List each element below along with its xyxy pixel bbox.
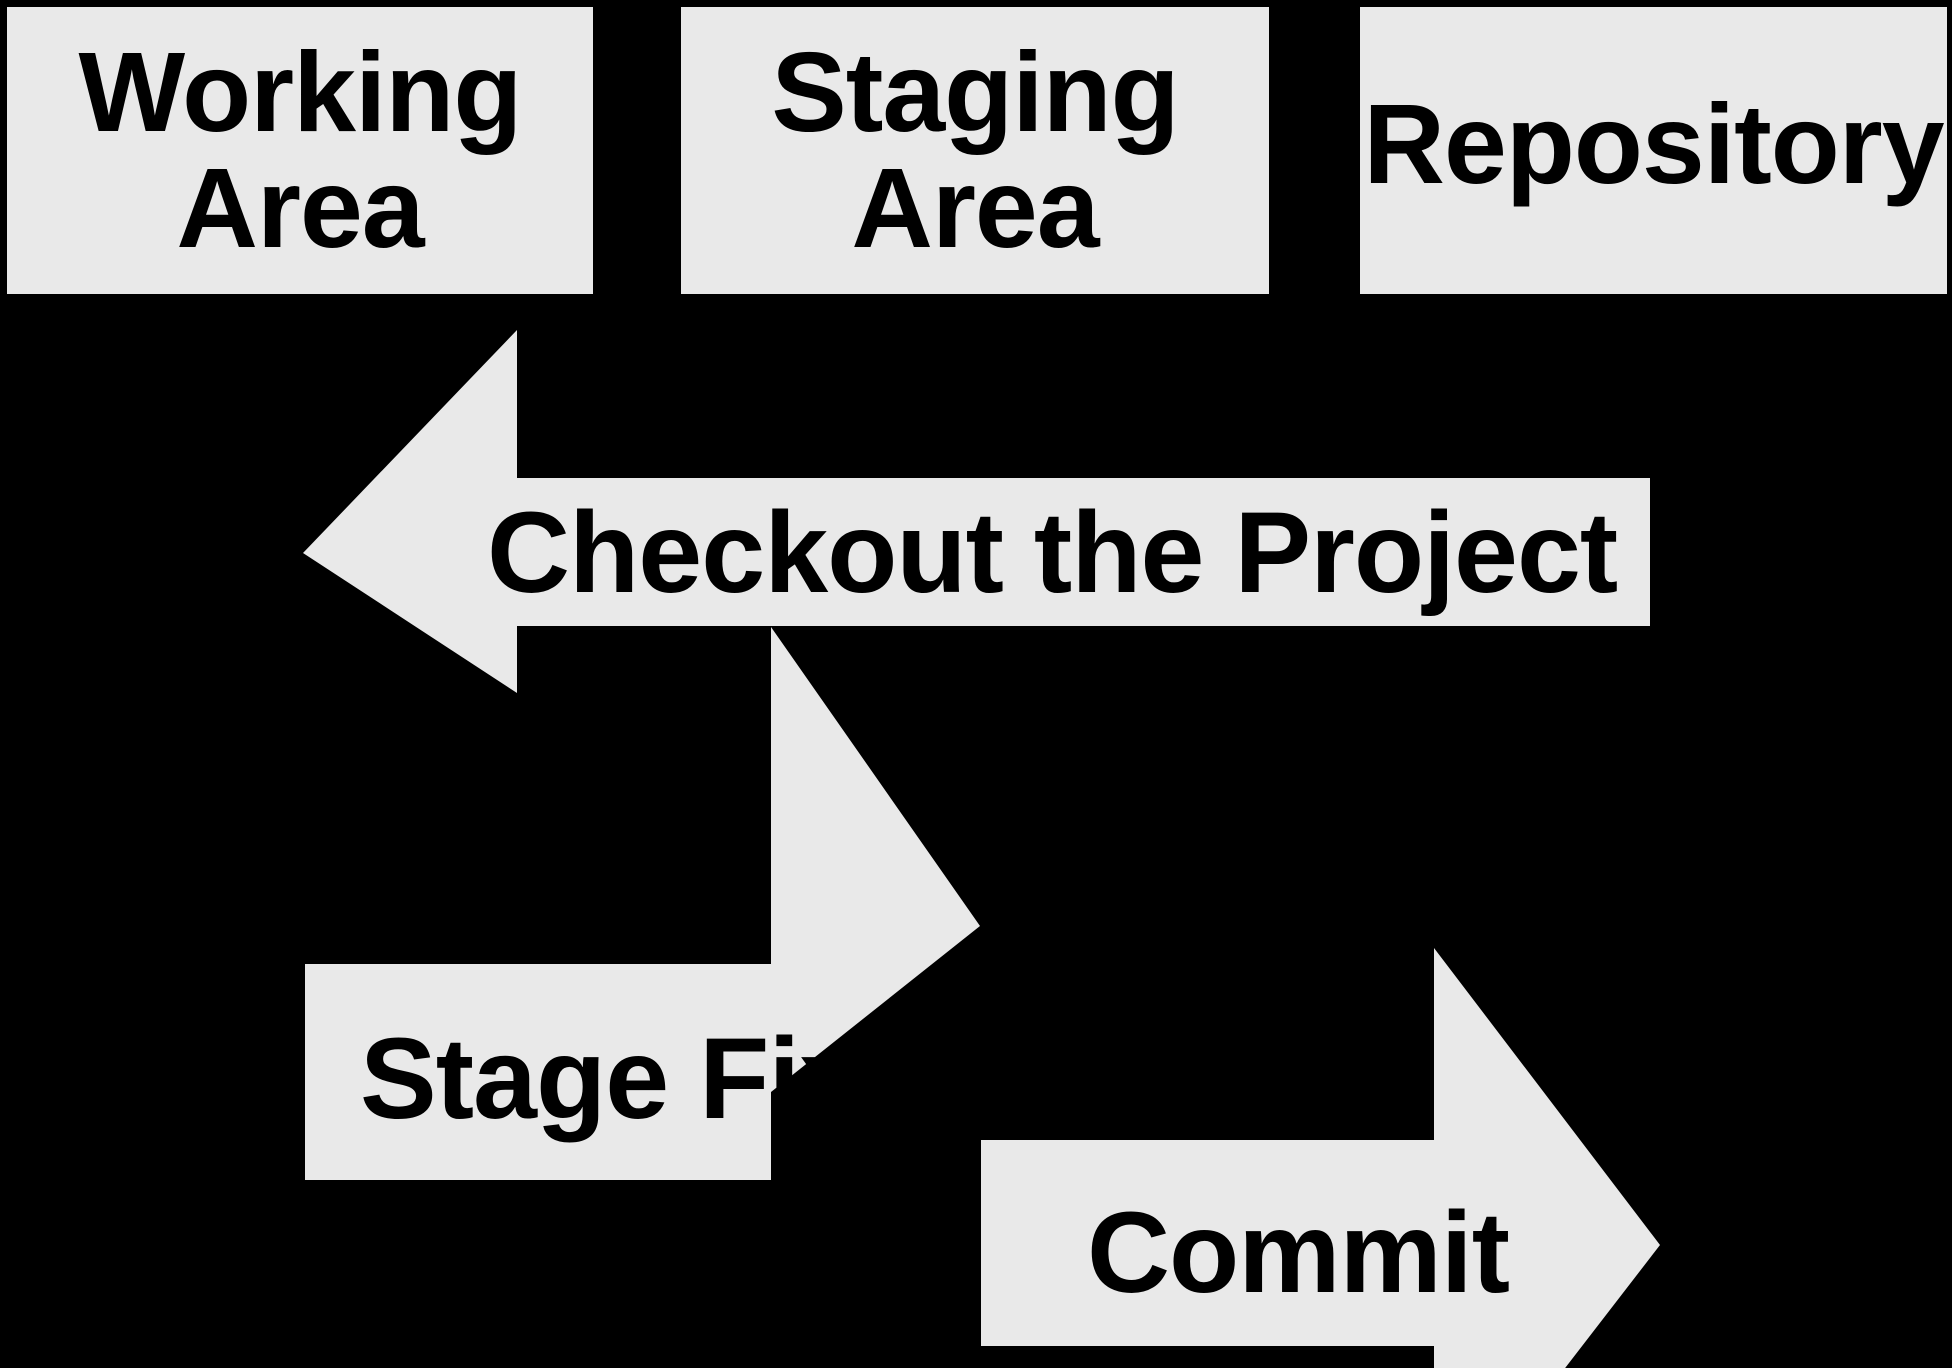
arrow-checkout-label: Checkout the Project xyxy=(487,489,1618,617)
arrow-checkout-the-project[interactable] xyxy=(295,325,1651,695)
node-repository[interactable]: Repository xyxy=(1360,7,1947,294)
node-repository-label: Repository xyxy=(1363,80,1944,207)
node-working-area[interactable]: Working Area xyxy=(7,7,593,294)
arrow-stage-fixes-label: Stage Fixes xyxy=(360,1015,989,1143)
node-staging-area[interactable]: Staging Area xyxy=(681,7,1269,294)
arrow-checkout-shape xyxy=(303,330,1650,693)
arrow-commit[interactable] xyxy=(972,938,1662,1368)
node-staging-area-label: Staging Area xyxy=(771,29,1179,271)
arrow-stage-fixes[interactable] xyxy=(296,622,986,1180)
arrow-stage-fixes-shape xyxy=(305,627,980,1180)
arrow-commit-shape xyxy=(981,948,1660,1368)
node-working-area-label: Working Area xyxy=(78,29,523,271)
arrow-commit-label: Commit xyxy=(1087,1189,1510,1317)
